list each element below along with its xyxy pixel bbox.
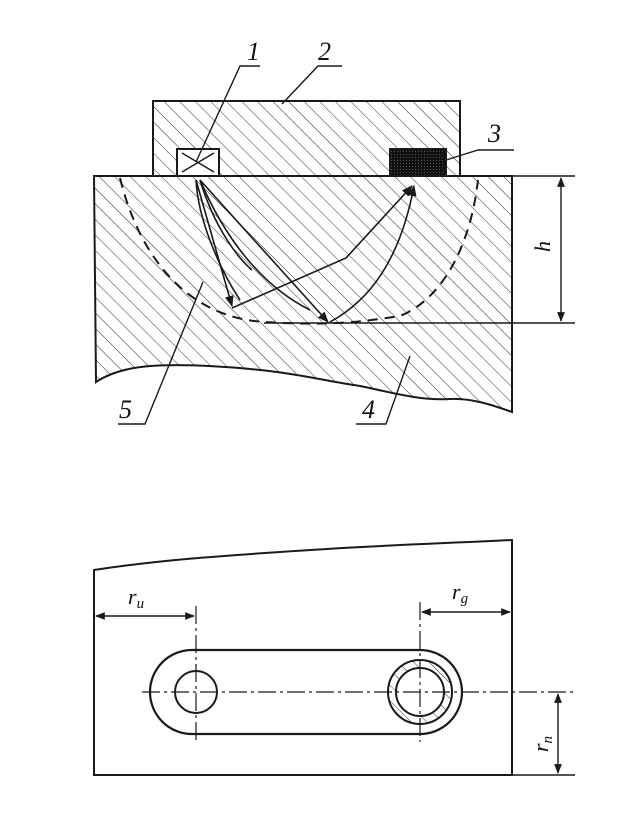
leader-lines (118, 65, 514, 425)
label-rn: rn (528, 736, 556, 752)
label-2: 2 (318, 37, 331, 66)
receiver-transducer (389, 148, 447, 177)
ray-paths (195, 179, 417, 323)
label-rg: rg (452, 579, 469, 607)
rn-dimension (512, 693, 575, 776)
label-h: h (530, 241, 555, 252)
label-3: 3 (487, 119, 501, 148)
label-ru: ru (128, 584, 144, 612)
h-dimension (512, 175, 575, 322)
plan-view: ru rg rn (93, 538, 575, 776)
label-1: 1 (247, 37, 260, 66)
emitter-transducer (176, 148, 220, 177)
label-4: 4 (362, 395, 375, 424)
sound-path-arc (119, 177, 479, 325)
section-view: 1 2 3 5 4 h (92, 37, 575, 425)
label-5: 5 (119, 395, 132, 424)
